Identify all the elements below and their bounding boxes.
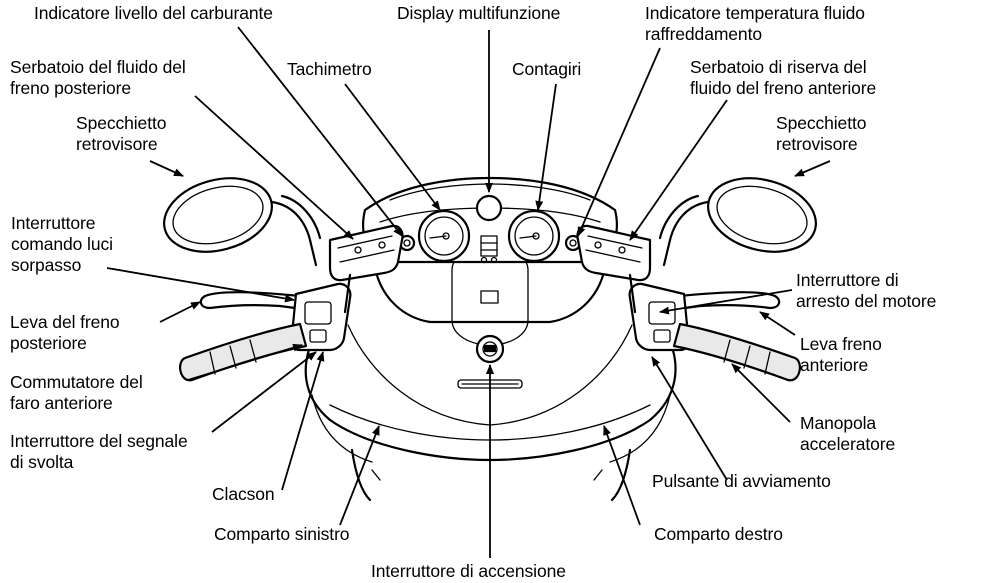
label-engine-stop: Interruttore di arresto del motore (796, 270, 936, 312)
leader-dimmer-switch (188, 345, 302, 380)
leader-mirror-right (795, 161, 830, 176)
label-throttle-grip: Manopola acceleratore (800, 413, 895, 455)
leader-rear-brake-reservoir (195, 96, 353, 239)
leader-left-compartment (340, 426, 379, 525)
label-fuel-gauge: Indicatore livello del carburante (34, 3, 273, 24)
leader-right-compartment (604, 426, 640, 525)
leader-passing-switch (107, 268, 294, 300)
label-turn-signal: Interruttore del segnale di svolta (10, 431, 188, 473)
label-passing-switch: Interruttore comando luci sorpasso (11, 213, 113, 276)
label-front-brake-lever: Leva freno anteriore (800, 334, 882, 376)
leader-start-button (652, 357, 727, 480)
leader-mirror-left (150, 161, 183, 176)
label-mirror-right: Specchietto retrovisore (776, 113, 866, 155)
leader-throttle-grip (732, 364, 790, 422)
leader-front-brake-reservoir (630, 100, 727, 240)
leader-front-brake-lever (760, 312, 795, 335)
label-ignition: Interruttore di accensione (371, 561, 566, 582)
label-right-compartment: Comparto destro (654, 524, 783, 545)
label-start-button: Pulsante di avviamento (652, 471, 831, 492)
leader-tachometer (538, 84, 556, 210)
label-rear-brake-lever: Leva del freno posteriore (10, 312, 120, 354)
leader-engine-stop (660, 290, 792, 312)
label-left-compartment: Comparto sinistro (214, 524, 349, 545)
label-speedometer: Tachimetro (287, 59, 372, 80)
label-coolant-temp: Indicatore temperatura fluido raffreddam… (645, 3, 865, 45)
label-dimmer-switch: Commutatore del faro anteriore (10, 372, 143, 414)
label-multifunction-display: Display multifunzione (397, 3, 560, 24)
leader-rear-brake-lever (160, 302, 200, 322)
label-rear-brake-reservoir: Serbatoio del fluido del freno posterior… (10, 57, 186, 99)
leader-turn-signal (212, 352, 316, 432)
label-horn: Clacson (212, 484, 275, 505)
label-tachometer: Contagiri (512, 59, 581, 80)
leader-coolant-temp (578, 48, 660, 236)
leader-speedometer (345, 84, 440, 210)
label-front-brake-reservoir: Serbatoio di riserva del fluido del fren… (690, 57, 876, 99)
label-mirror-left: Specchietto retrovisore (76, 113, 166, 155)
